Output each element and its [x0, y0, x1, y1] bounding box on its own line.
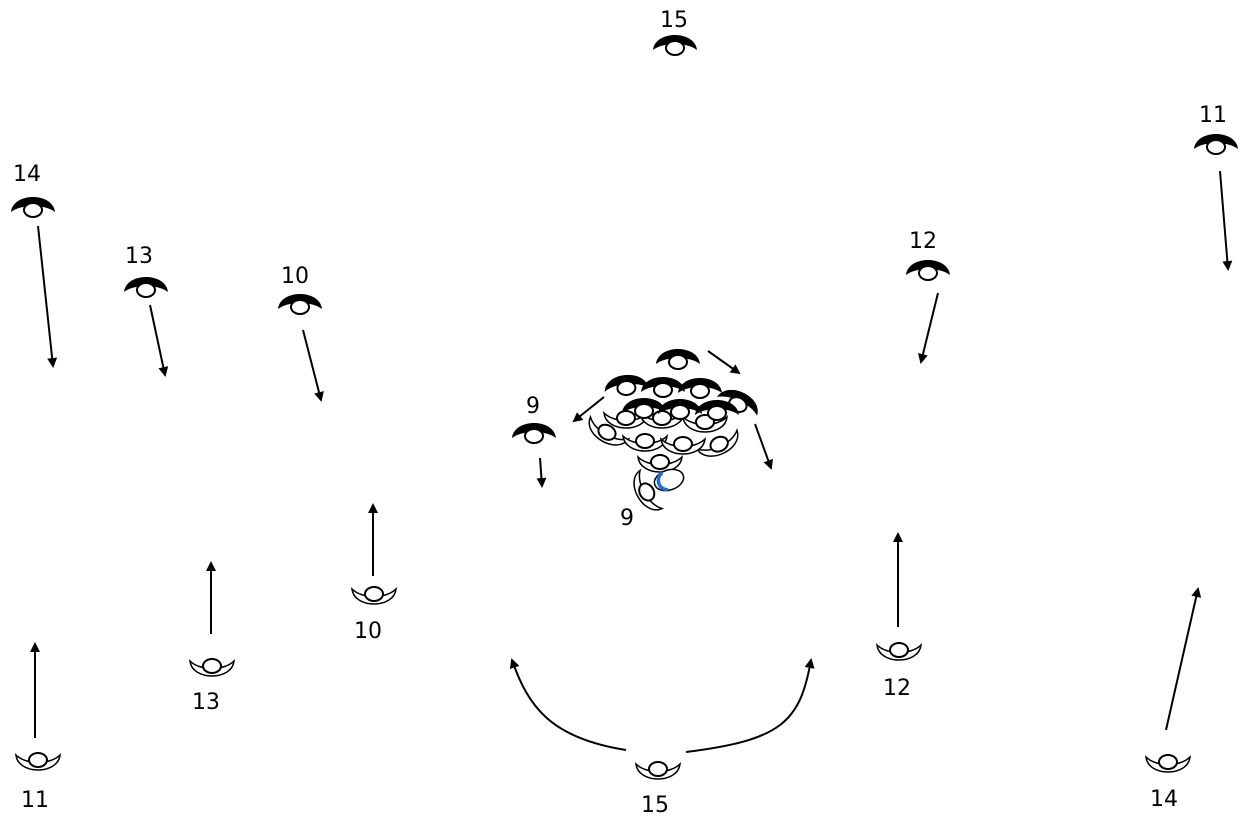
player-light-icon	[639, 410, 685, 429]
player-number-label: 14	[13, 162, 41, 187]
arrow-icon	[302, 329, 324, 402]
player-light-icon	[603, 410, 649, 429]
player-light-icon	[189, 658, 235, 677]
player-light-icon	[660, 436, 706, 455]
player-dark-icon	[695, 400, 739, 421]
player-number-label: 11	[21, 788, 49, 813]
arrow-icon	[509, 658, 627, 751]
player-light-icon	[695, 428, 739, 457]
player-light-icon	[15, 752, 61, 771]
player-dark-icon	[1194, 134, 1238, 155]
player-dark-icon	[124, 277, 168, 298]
player-dark-icon	[653, 35, 697, 56]
player-number-label: 9	[620, 506, 634, 531]
player-number-label: 12	[883, 676, 911, 701]
player-light-icon	[1145, 754, 1191, 773]
movement-arrows	[30, 170, 1233, 753]
dark-team	[11, 35, 1238, 444]
player-number-label: 14	[1150, 787, 1178, 812]
arrow-icon	[572, 396, 605, 423]
player-number-label: 11	[1199, 103, 1227, 128]
arrow-icon	[707, 350, 741, 375]
rugby-ball-icon	[653, 468, 685, 492]
player-light-icon	[633, 468, 665, 511]
arrow-icon	[536, 457, 547, 488]
player-dark-icon	[678, 378, 722, 399]
arrow-icon	[37, 225, 58, 368]
player-number-label: 15	[641, 793, 669, 816]
player-light-icon	[588, 414, 631, 446]
arrow-icon	[685, 658, 815, 753]
player-number-label: 10	[281, 264, 309, 289]
player-number-label: 13	[125, 244, 153, 269]
player-dark-icon	[641, 377, 685, 398]
player-dark-icon	[906, 260, 950, 281]
player-number-label: 13	[192, 690, 220, 715]
light-team	[15, 586, 1191, 780]
arrow-icon	[754, 423, 773, 470]
player-number-label: 10	[354, 619, 382, 644]
player-light-icon	[637, 454, 683, 473]
player-light-icon	[682, 414, 728, 433]
player-dark-icon	[658, 399, 702, 420]
player-number-label: 12	[909, 229, 937, 254]
player-dark-icon	[604, 374, 649, 396]
player-labels: 15 14 13 10 9 12 11 11 13 10 9 15 12 14	[13, 8, 1227, 816]
player-dark-icon	[622, 398, 666, 419]
player-number-label: 15	[660, 8, 688, 33]
arrow-icon	[1165, 587, 1202, 731]
player-light-icon	[351, 586, 397, 605]
player-dark-icon	[278, 294, 322, 315]
player-dark-icon	[512, 423, 556, 444]
player-light-icon	[876, 642, 922, 661]
player-dark-icon	[11, 197, 55, 218]
player-number-label: 9	[526, 394, 540, 419]
player-light-icon	[635, 761, 681, 780]
player-dark-icon	[656, 349, 700, 370]
player-light-icon	[622, 433, 668, 452]
arrow-icon	[1219, 170, 1233, 271]
arrow-icon	[918, 292, 939, 364]
ruck-cluster	[588, 349, 758, 511]
arrow-icon	[149, 304, 169, 377]
